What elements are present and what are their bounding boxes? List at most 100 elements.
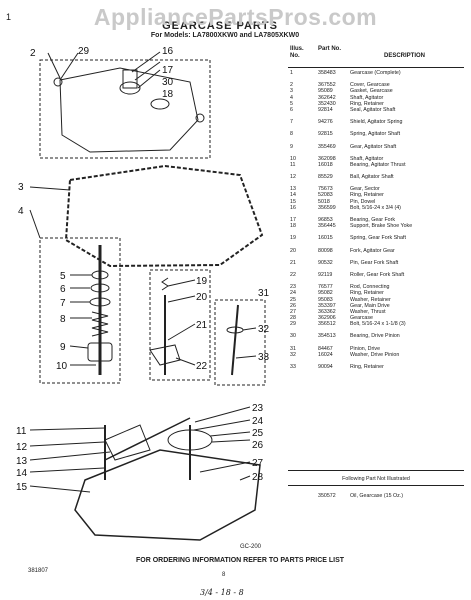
callout-13: 13 bbox=[16, 456, 28, 467]
illus-no: 14 bbox=[290, 192, 296, 199]
illus-no: 22 bbox=[290, 271, 296, 278]
bolt-29-left bbox=[53, 77, 63, 87]
part-number: 16018 bbox=[318, 161, 333, 168]
part-description: Shield, Agitator Spring bbox=[350, 119, 403, 126]
illus-no: 6 bbox=[290, 106, 293, 113]
part-number: 16015 bbox=[318, 235, 333, 242]
part-description: Washer, Thrust bbox=[350, 308, 386, 315]
callout-26: 26 bbox=[252, 440, 264, 451]
exploded-parts-diagram: 2 29 16 17 30 18 3 4 5 6 7 8 9 10 19 20 … bbox=[16, 46, 270, 541]
part-description: Spring, Gear Fork Shaft bbox=[350, 235, 406, 242]
part-number: 358483 bbox=[318, 70, 336, 76]
drive-pinion bbox=[231, 304, 239, 376]
part-description: Pin, Gear Fork Shaft bbox=[350, 259, 399, 266]
part-description: Cover, Gearcase bbox=[350, 82, 390, 89]
part-description: Gear, Agitator Shaft bbox=[350, 143, 397, 150]
callout-8: 8 bbox=[60, 314, 66, 325]
part-description: Gear, Main Drive bbox=[350, 302, 390, 309]
part-number: 90094 bbox=[318, 364, 333, 370]
part-description: Gearcase bbox=[350, 315, 373, 322]
part-description: Bearing, Drive Pinion bbox=[350, 333, 400, 340]
footnote-text: Following Part Not Illustrated bbox=[342, 476, 410, 482]
part-description: Spring, Agitator Shaft bbox=[350, 131, 401, 138]
bolt-29-right bbox=[195, 113, 205, 123]
part-description: Pin, Dowel bbox=[350, 198, 376, 205]
callout-7: 7 bbox=[60, 298, 66, 309]
callout-5: 5 bbox=[60, 271, 66, 282]
part-description: Ring, Retainer bbox=[350, 100, 384, 107]
callout-9: 9 bbox=[60, 342, 66, 353]
illus-no: 8 bbox=[290, 131, 293, 138]
part-number: 80098 bbox=[318, 247, 333, 254]
callout-15: 15 bbox=[16, 482, 28, 493]
handwritten-note: 3/4 - 18 - 8 bbox=[200, 588, 244, 597]
part-description: Bolt, 5/16-24 x 3/4 (4) bbox=[350, 204, 401, 211]
callout-10: 10 bbox=[56, 361, 68, 372]
callout-17: 17 bbox=[162, 65, 174, 76]
cover-bearing bbox=[122, 69, 138, 89]
illus-no: 5 bbox=[290, 100, 293, 107]
footnote-part-no: 350572 bbox=[318, 493, 336, 499]
footnote-rule-bottom bbox=[288, 485, 464, 486]
illus-no: 7 bbox=[290, 119, 293, 126]
callout-2: 2 bbox=[30, 48, 36, 59]
gear-fork-box bbox=[149, 269, 211, 381]
part-number: 52083 bbox=[318, 192, 333, 199]
part-description: Fork, Agitator Gear bbox=[350, 247, 395, 254]
callout-11: 11 bbox=[16, 426, 27, 437]
illus-no: 13 bbox=[290, 186, 296, 193]
part-description: Shaft, Agitator bbox=[350, 94, 384, 101]
illus-no: 23 bbox=[290, 284, 296, 291]
part-number: 355469 bbox=[318, 143, 336, 150]
part-number: 90532 bbox=[318, 259, 333, 266]
part-number: 362098 bbox=[318, 155, 336, 162]
drive-pinion-box bbox=[214, 299, 266, 386]
callout-24: 24 bbox=[252, 416, 264, 427]
col-illus-no: Illus. No. bbox=[290, 46, 304, 59]
part-number: 75673 bbox=[318, 186, 333, 193]
part-description: Bearing, Gear Fork bbox=[350, 217, 396, 223]
callout-33: 33 bbox=[258, 352, 270, 363]
illus-no: 26 bbox=[290, 302, 296, 309]
callout-20: 20 bbox=[196, 292, 208, 303]
illus-no: 3 bbox=[290, 88, 293, 95]
header-rule bbox=[288, 67, 464, 68]
callout-29: 29 bbox=[78, 46, 90, 57]
part-description: Roller, Gear Fork Shaft bbox=[350, 271, 405, 278]
illus-no: 11 bbox=[290, 161, 296, 168]
illus-no: 19 bbox=[290, 235, 296, 242]
diagram-code: GC-200 bbox=[240, 544, 262, 550]
illus-no: 28 bbox=[290, 315, 296, 322]
part-number: 356599 bbox=[318, 204, 336, 211]
illus-no: 30 bbox=[290, 333, 296, 340]
sector-gear bbox=[104, 424, 151, 461]
page-title: GEARCASE PARTS bbox=[162, 20, 278, 32]
part-number: 5018 bbox=[318, 198, 330, 205]
callout-19: 19 bbox=[196, 276, 208, 287]
page-number: 8 bbox=[222, 572, 226, 578]
illus-no: 10 bbox=[290, 155, 296, 162]
illus-no: 21 bbox=[290, 259, 296, 266]
part-description: Ring, Retainer bbox=[350, 364, 384, 370]
